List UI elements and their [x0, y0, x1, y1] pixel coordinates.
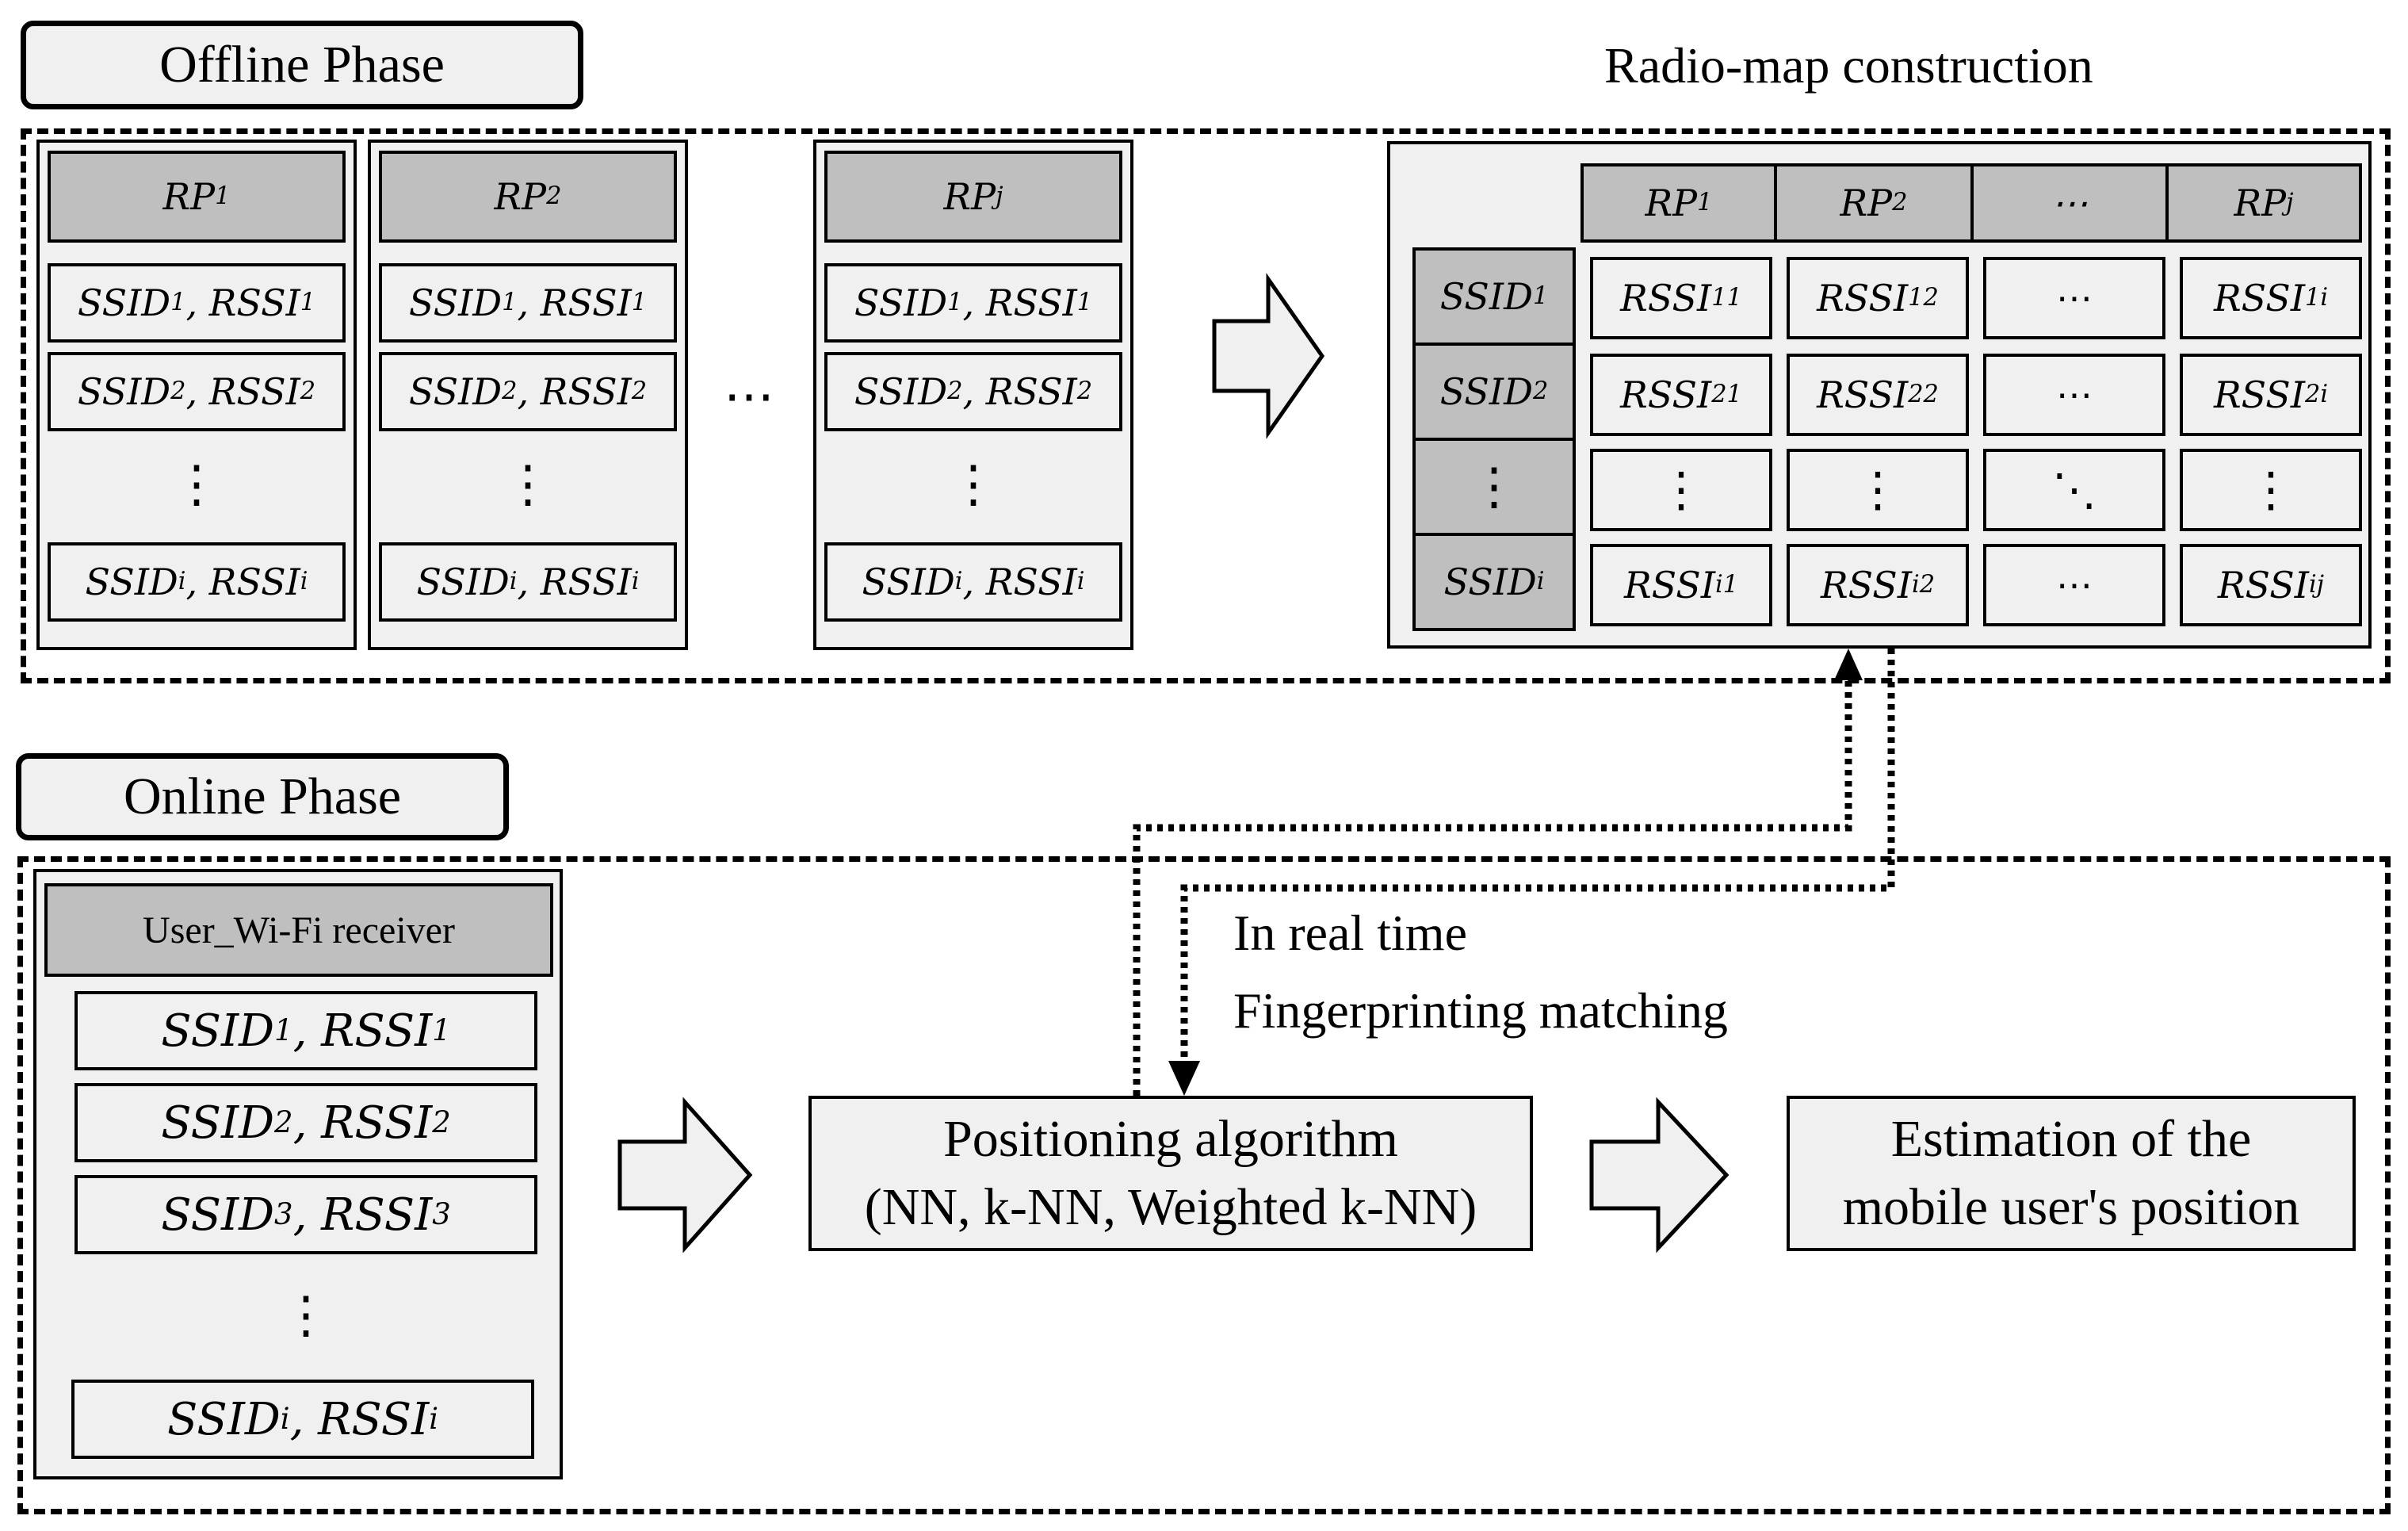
radio-map-cell: ⋯ [1983, 257, 2165, 339]
vertical-ellipsis: ⋮ [281, 1287, 331, 1343]
position-estimation-line2: mobile user's position [1842, 1178, 2300, 1236]
positioning-algorithm-box: Positioning algorithm (NN, k-NN, Weighte… [808, 1096, 1533, 1251]
realtime-label: In real time [1233, 905, 1467, 961]
block-arrow-icon [617, 1097, 753, 1254]
radio-map-col-header: ⋯ [1970, 163, 2169, 243]
radio-map-cell: ⋮ [1590, 449, 1772, 531]
position-estimation-line1: Estimation of the [1890, 1110, 2252, 1169]
online-phase-title: Online Phase [123, 767, 402, 825]
position-estimation-box: Estimation of the mobile user's position [1787, 1096, 2356, 1251]
positioning-algorithm-methods: (NN, k-NN, Weighted k-NN) [864, 1178, 1477, 1236]
wifi-receiver-title: User_Wi-Fi receiver [44, 883, 553, 977]
vertical-ellipsis: ⋮ [171, 456, 222, 512]
vertical-ellipsis: ⋮ [948, 456, 999, 512]
vertical-ellipsis: ⋮ [503, 456, 553, 512]
block-arrow-icon [1212, 273, 1325, 439]
radio-map-row-header: ⋮ [1412, 438, 1576, 536]
offline-phase-title: Offline Phase [159, 36, 445, 94]
dotted-connector-to-algorithm [1180, 649, 1895, 1064]
offline-phase-tab: Offline Phase [21, 21, 583, 109]
radio-map-cell: ⋮ [1787, 449, 1969, 531]
matching-label: Fingerprinting matching [1233, 982, 1728, 1039]
online-phase-tab: Online Phase [16, 753, 509, 840]
radio-map-cell: ⋱ [1983, 449, 2165, 531]
arrowhead-up-icon [1834, 649, 1863, 680]
radio-map-cell: ⋯ [1983, 354, 2165, 436]
radio-map-cell: ⋮ [2180, 449, 2362, 531]
dotted-connector-to-radio-map [1133, 676, 1852, 1096]
block-arrow-icon [1589, 1097, 1730, 1254]
horizontal-ellipsis: ⋯ [724, 368, 774, 424]
online-phase-frame [17, 856, 2391, 1514]
arrowhead-down-icon [1168, 1061, 1200, 1096]
radio-map-title: Radio-map construction [1604, 37, 2093, 94]
offline-phase-frame [21, 128, 2391, 683]
positioning-algorithm-title: Positioning algorithm [943, 1110, 1398, 1169]
radio-map-cell: ⋯ [1983, 544, 2165, 626]
